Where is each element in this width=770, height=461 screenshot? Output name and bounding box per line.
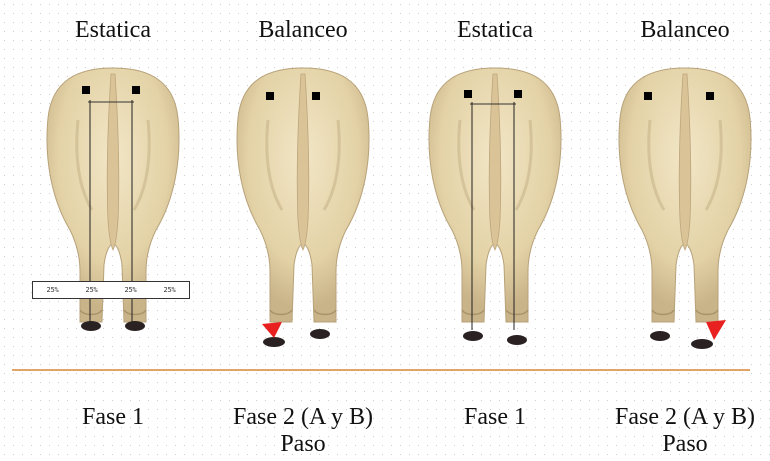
cow-rear-view-image [208,60,398,360]
phase-line: Paso [590,431,770,458]
hoof-right [507,335,527,345]
hoof-right [125,321,145,331]
hoof-left [650,331,670,341]
hoof-left [263,337,285,347]
panel-bottom-label: Fase 1 [18,404,208,431]
hip-marker-right [132,86,140,94]
hip-marker-left [266,92,274,100]
panel-balanceo-1: Balanceo Fase 2 (A y B) Paso [208,0,398,461]
ground-line [12,369,750,371]
weight-label: 25% [85,286,97,294]
panel-bottom-label: Fase 2 (A y B) Paso [208,404,398,458]
hoof-right [691,339,713,349]
phase-line: Fase 2 (A y B) [208,404,398,431]
red-arrow-icon [262,322,282,338]
panel-bottom-label: Fase 2 (A y B) Paso [590,404,770,458]
hip-marker-right [706,92,714,100]
phase-line: Fase 2 (A y B) [590,404,770,431]
cow-rear-view-image [400,60,590,360]
hoof-left [463,331,483,341]
panel-estatica-1: Estatica 25% 25% 25% 25% Fase 1 [18,0,208,461]
hip-marker-left [464,90,472,98]
weight-label: 25% [46,286,58,294]
red-arrow-icon [706,320,726,340]
hip-marker-right [312,92,320,100]
panel-balanceo-2: Balanceo Fase 2 (A y B) Paso [590,0,770,461]
hip-marker-right [514,90,522,98]
hip-marker-left [82,86,90,94]
cow-rear-view-image [590,60,770,360]
hoof-left [81,321,101,331]
phase-line: Fase 1 [18,404,208,431]
phase-line: Fase 1 [400,404,590,431]
hoof-right [310,329,330,339]
panel-bottom-label: Fase 1 [400,404,590,431]
cow-rear-view-image [18,60,208,360]
panel-top-label: Balanceo [590,16,770,44]
hip-marker-left [644,92,652,100]
panel-top-label: Estatica [18,16,208,44]
panel-estatica-2: Estatica Fase 1 [400,0,590,461]
panel-top-label: Balanceo [208,16,398,44]
weight-distribution-box: 25% 25% 25% 25% [32,281,190,299]
weight-label: 25% [163,286,175,294]
phase-line: Paso [208,431,398,458]
panel-top-label: Estatica [400,16,590,44]
weight-label: 25% [124,286,136,294]
